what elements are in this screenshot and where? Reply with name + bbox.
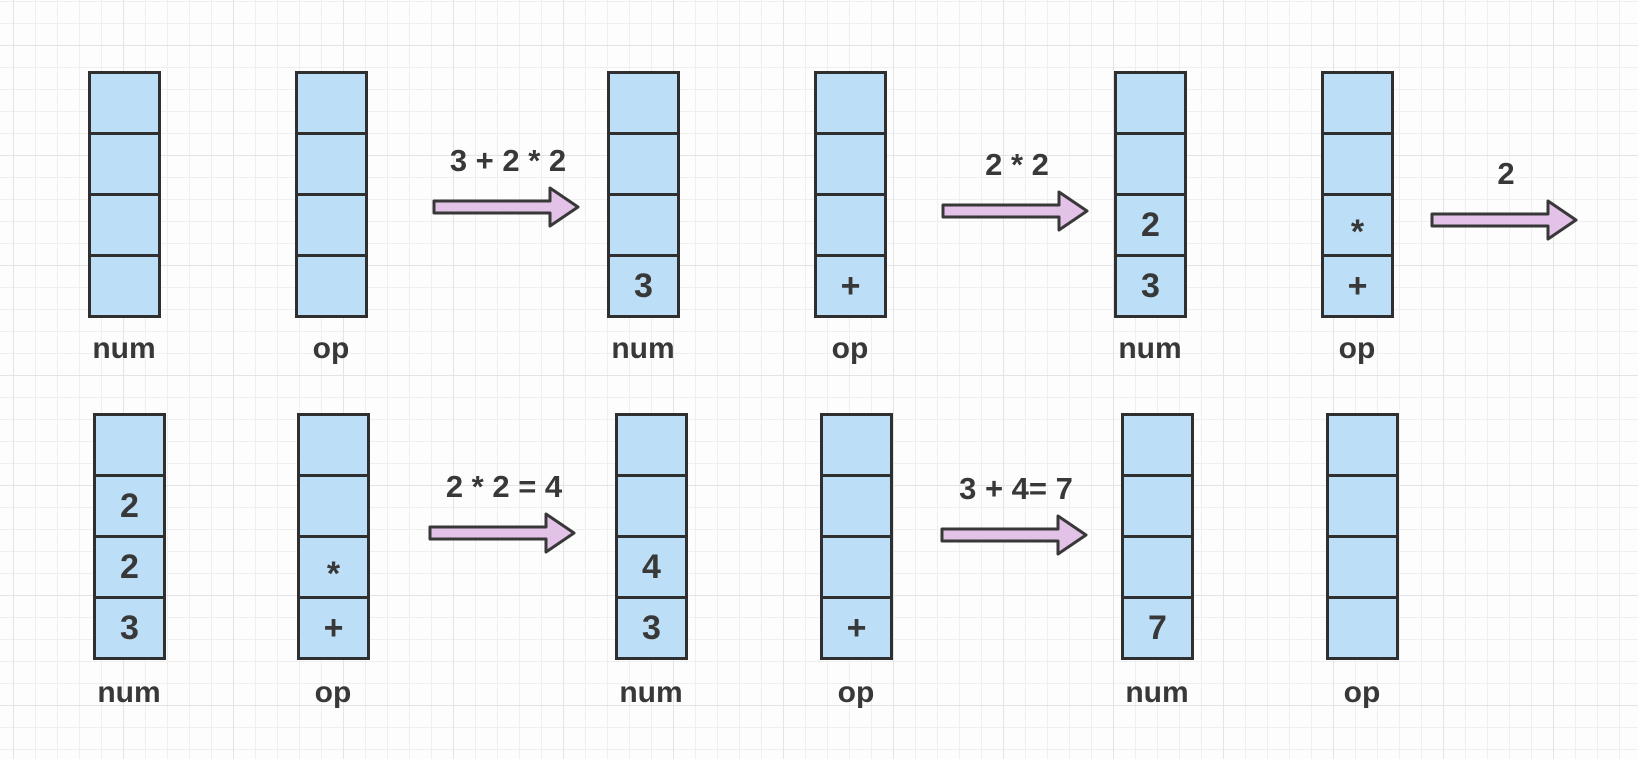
stack-cell xyxy=(817,132,884,193)
stack-label: op xyxy=(314,676,352,709)
stack-cell xyxy=(298,132,365,193)
stack-cell xyxy=(823,416,890,474)
arrow-label: 2 * 2 xyxy=(985,147,1049,182)
stack-cell xyxy=(1329,596,1396,657)
stack-cell xyxy=(823,474,890,535)
transition-arrow: 2 * 2 xyxy=(941,146,1093,234)
stack-cell: + xyxy=(823,596,890,657)
stack-cell xyxy=(91,74,158,132)
stack-cell: + xyxy=(300,596,367,657)
stack-cell xyxy=(1324,74,1391,132)
stack-cell xyxy=(91,254,158,315)
arrow-right-icon xyxy=(432,186,580,228)
stack-row2-num1: 2 2 3 xyxy=(93,413,166,660)
stack-cell xyxy=(1124,535,1191,596)
stack-cell: 2 xyxy=(96,474,163,535)
transition-arrow: 2 xyxy=(1430,155,1582,243)
stack-label: op xyxy=(831,332,869,365)
stack-cell xyxy=(1329,474,1396,535)
stack-cell xyxy=(1329,535,1396,596)
arrow-right-icon xyxy=(428,512,576,554)
stack-cell xyxy=(1124,474,1191,535)
arrow-label: 3 + 4= 7 xyxy=(959,471,1073,506)
stack-cell: 3 xyxy=(610,254,677,315)
stack-label: num xyxy=(92,332,156,365)
stack-cell: + xyxy=(1324,254,1391,315)
transition-arrow: 2 * 2 = 4 xyxy=(428,468,580,556)
stack-cell xyxy=(823,535,890,596)
stack-label: num xyxy=(1125,676,1189,709)
stack-cell: 3 xyxy=(96,596,163,657)
stack-cell xyxy=(610,74,677,132)
stack-label: op xyxy=(1343,676,1381,709)
stack-cell: * xyxy=(1324,193,1391,254)
stack-cell: 4 xyxy=(618,535,685,596)
stack-cell: 3 xyxy=(1117,254,1184,315)
stack-cell xyxy=(618,474,685,535)
stack-row1-op3: * + xyxy=(1321,71,1394,318)
stack-cell xyxy=(817,74,884,132)
stack-cell xyxy=(610,132,677,193)
stack-cell xyxy=(618,416,685,474)
stack-row1-op2: + xyxy=(814,71,887,318)
stack-label: num xyxy=(97,676,161,709)
stack-row1-num2: 3 xyxy=(607,71,680,318)
stack-cell xyxy=(91,193,158,254)
stack-row2-num3: 7 xyxy=(1121,413,1194,660)
stack-cell: 2 xyxy=(96,535,163,596)
stack-cell xyxy=(817,193,884,254)
stack-row1-op1 xyxy=(295,71,368,318)
stack-cell xyxy=(610,193,677,254)
stack-row2-num2: 4 3 xyxy=(615,413,688,660)
arrow-right-icon xyxy=(940,514,1088,556)
stack-row1-num1 xyxy=(88,71,161,318)
stack-cell xyxy=(298,254,365,315)
stack-row2-op2: + xyxy=(820,413,893,660)
stack-row2-op3 xyxy=(1326,413,1399,660)
stack-cell xyxy=(1124,416,1191,474)
stack-cell xyxy=(300,416,367,474)
transition-arrow: 3 + 4= 7 xyxy=(940,470,1092,558)
stack-cell xyxy=(1329,416,1396,474)
stack-row2-op1: * + xyxy=(297,413,370,660)
stack-label: num xyxy=(619,676,683,709)
stack-label: num xyxy=(611,332,675,365)
stack-cell: 7 xyxy=(1124,596,1191,657)
stack-cell xyxy=(300,474,367,535)
arrow-right-icon xyxy=(1430,199,1578,241)
stack-label: num xyxy=(1118,332,1182,365)
stack-label: op xyxy=(312,332,350,365)
arrow-label: 2 xyxy=(1497,156,1515,191)
stack-cell: * xyxy=(300,535,367,596)
stack-cell xyxy=(298,193,365,254)
stack-cell xyxy=(96,416,163,474)
stack-label: op xyxy=(837,676,875,709)
stack-cell xyxy=(1324,132,1391,193)
stack-row1-num3: 2 3 xyxy=(1114,71,1187,318)
arrow-label: 2 * 2 = 4 xyxy=(445,469,563,504)
stack-cell xyxy=(1117,132,1184,193)
arrow-label: 3 + 2 * 2 xyxy=(449,143,567,178)
stack-label: op xyxy=(1338,332,1376,365)
stack-cell xyxy=(91,132,158,193)
stack-cell xyxy=(1117,74,1184,132)
stack-cell: 3 xyxy=(618,596,685,657)
stack-cell: + xyxy=(817,254,884,315)
arrow-right-icon xyxy=(941,190,1089,232)
transition-arrow: 3 + 2 * 2 xyxy=(432,142,584,230)
stack-cell: 2 xyxy=(1117,193,1184,254)
stack-cell xyxy=(298,74,365,132)
